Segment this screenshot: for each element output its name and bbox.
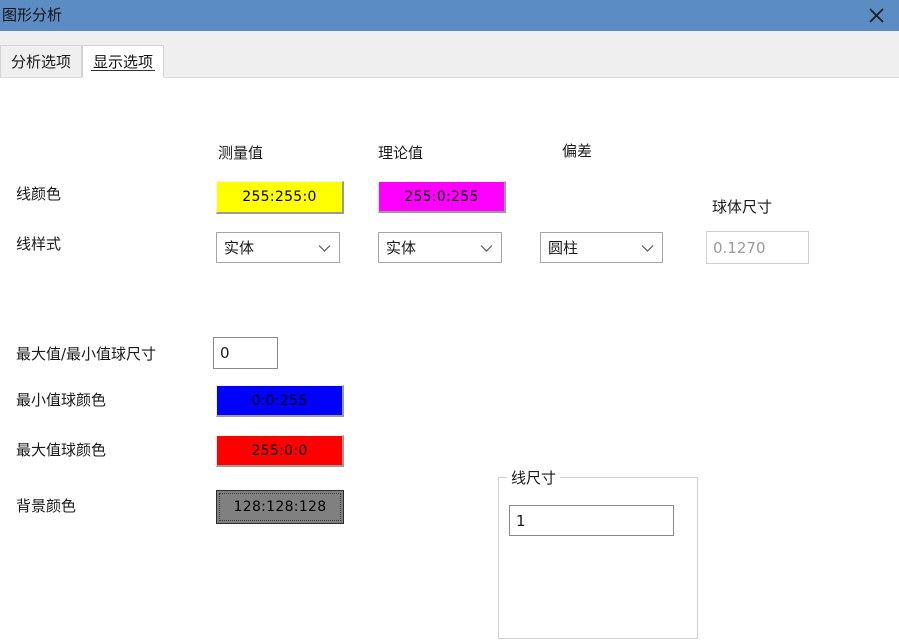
line-style-deviation-select[interactable]: 圆柱 (540, 232, 663, 263)
column-header-theoretical: 理论值 (378, 144, 424, 162)
tab-active-underline (91, 70, 156, 71)
minmax-sphere-size-value: 0 (220, 344, 230, 362)
window-title: 图形分析 (2, 6, 63, 24)
label-max-sphere-color: 最大值球颜色 (16, 441, 107, 459)
display-options-panel: 测量值 理论值 偏差 线颜色 255:255:0 255:0:255 球体尺寸 … (0, 78, 899, 640)
chevron-down-icon (641, 239, 654, 257)
tab-display-options-label: 显示选项 (93, 53, 154, 71)
line-style-theoretical-select[interactable]: 实体 (378, 232, 502, 263)
label-min-sphere-color: 最小值球颜色 (16, 391, 107, 409)
max-sphere-color-value: 255:0:0 (251, 442, 308, 459)
minmax-sphere-size-input[interactable]: 0 (213, 337, 278, 369)
line-size-input[interactable]: 1 (509, 505, 674, 536)
label-line-color: 线颜色 (16, 185, 62, 203)
min-sphere-color-value: 0:0:255 (251, 392, 308, 409)
label-minmax-sphere-size: 最大值/最小值球尺寸 (16, 345, 157, 363)
label-background-color: 背景颜色 (16, 497, 77, 515)
tab-display-options[interactable]: 显示选项 (82, 45, 165, 78)
column-header-deviation: 偏差 (562, 142, 593, 160)
line-size-value: 1 (516, 511, 526, 530)
min-sphere-color-button[interactable]: 0:0:255 (216, 385, 344, 417)
background-color-value: 128:128:128 (233, 499, 327, 515)
line-style-theoretical-value: 实体 (386, 239, 417, 257)
line-style-deviation-value: 圆柱 (548, 239, 579, 257)
line-color-theoretical-value: 255:0:255 (404, 188, 479, 205)
label-line-style: 线样式 (16, 235, 62, 253)
label-sphere-size: 球体尺寸 (712, 198, 773, 216)
sphere-size-input[interactable]: 0.1270 (706, 231, 809, 264)
line-color-theoretical-button[interactable]: 255:0:255 (378, 181, 506, 213)
close-icon (868, 7, 885, 24)
chevron-down-icon (480, 239, 493, 257)
line-color-measured-button[interactable]: 255:255:0 (216, 181, 344, 214)
line-color-measured-value: 255:255:0 (242, 189, 317, 205)
tab-strip: 分析选项 显示选项 (0, 31, 899, 78)
window-titlebar: 图形分析 (0, 0, 899, 31)
tab-analysis-options[interactable]: 分析选项 (0, 45, 83, 77)
max-sphere-color-button[interactable]: 255:0:0 (216, 435, 344, 467)
sphere-size-value: 0.1270 (713, 238, 766, 257)
tab-list: 分析选项 显示选项 (0, 45, 165, 78)
column-header-measured: 测量值 (218, 144, 264, 162)
chevron-down-icon (318, 239, 331, 257)
line-style-measured-select[interactable]: 实体 (216, 232, 340, 263)
line-size-group-title: 线尺寸 (507, 467, 561, 488)
line-size-group: 线尺寸 1 (498, 467, 698, 639)
line-style-measured-value: 实体 (224, 239, 255, 257)
tab-analysis-options-label: 分析选项 (11, 53, 72, 71)
close-button[interactable] (853, 0, 899, 31)
background-color-button[interactable]: 128:128:128 (216, 490, 344, 524)
